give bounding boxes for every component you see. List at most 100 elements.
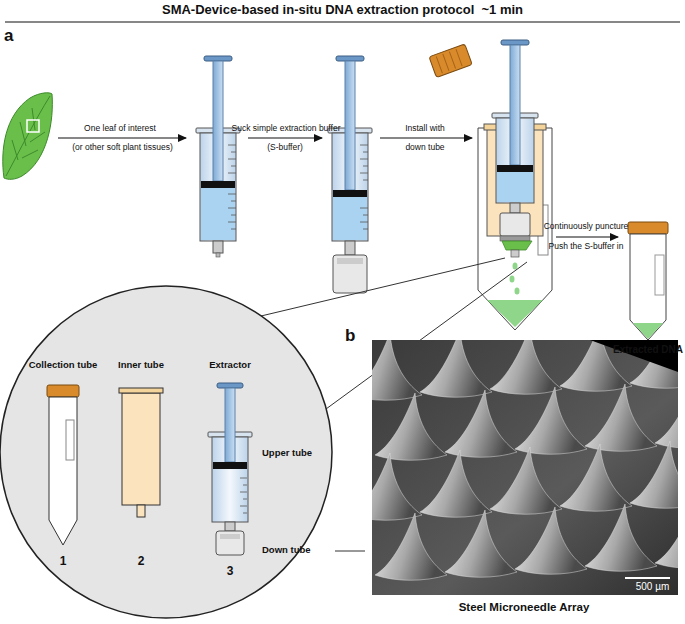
node-heading: Extractor [190,360,270,371]
syringe-drawing [213,61,223,181]
syringe-drawing [337,258,363,264]
syringe-drawing [333,190,367,197]
assembly-drawing [429,44,472,78]
assembly-drawing [500,213,530,236]
syringe-drawing [336,56,364,61]
microneedle-photo [585,384,657,451]
microneedle-photo [350,321,685,595]
tube-drawing [655,255,664,295]
title-rule [5,21,680,22]
microneedle-photo [372,453,422,520]
panel-letter: a [4,26,24,46]
syringe-drawing [216,531,244,555]
syringe-drawing [216,253,220,257]
node-heading: Inner tube [110,360,172,371]
tube-drawing [47,385,79,397]
syringe-drawing [225,522,235,531]
microneedle-photo [560,444,632,511]
step-label: Suck simple extraction buffer [225,124,347,134]
assembly-drawing [513,263,518,270]
flow-arrow [380,137,472,138]
syringe-drawing [196,56,240,257]
assembly-drawing [497,165,533,172]
node-text: 2 [110,555,172,569]
assembly-drawing [515,288,520,295]
microneedle-photo [420,450,492,517]
syringe-drawing [240,478,247,513]
tube-drawing [630,234,666,340]
leaf-drawing [3,93,53,180]
part-item: Inner tube 2 [110,360,172,575]
microneedle-photo [655,501,678,568]
assembly-drawing [510,203,520,213]
tube-drawing [47,385,79,545]
step-label: down tube [385,143,465,153]
node-heading: 500 µm [620,581,685,593]
node-text: 1 [15,555,111,569]
microneedle-photo [585,504,657,571]
syringe-drawing [228,145,236,229]
tube-drawing [628,222,668,234]
assembly-drawing [487,300,543,327]
connector-line [335,551,365,552]
tube-drawing [66,420,74,460]
node-heading: Collection tube [15,360,111,371]
syringe-drawing [201,181,235,188]
step-label: One leaf of interest [60,124,180,134]
assembly-drawing [429,40,552,330]
tube-drawing [49,397,77,545]
step-label: (S-buffer) [245,143,325,153]
microneedle-photo [375,513,447,580]
inner-tube-drawing [137,505,145,517]
panel-letter: b [345,326,365,346]
syringe-drawing [333,197,367,240]
leaf-drawing [3,93,53,180]
assembly-drawing [510,45,520,165]
node-text: Down tube [262,545,334,556]
node-text: Steel Microneedle Array [365,601,683,614]
flow-arrow [58,137,186,138]
microneedle-photo [515,507,587,574]
syringe-drawing [213,462,247,469]
assembly-drawing [436,49,462,73]
zoom-leader [261,258,505,316]
microneedle-photo [420,340,492,397]
syringe-drawing [213,241,223,253]
flow-arrow [248,137,322,138]
microneedle-photo [372,340,678,580]
tube-item: Extracted DNA [612,220,684,370]
syringe-drawing [345,241,355,255]
tube-drawing [633,323,663,339]
syringe-drawing [220,534,240,539]
syringe-drawing [225,388,235,462]
microneedle-photo [490,340,562,394]
syringe-drawing [333,255,367,293]
assembly-drawing [500,236,530,241]
node-text: Upper tube [262,448,334,459]
microneedle-photo [655,381,678,448]
microneedle-photo [445,390,517,457]
microneedle-photo [630,441,678,508]
inner-tube-drawing [119,388,163,393]
assembly-drawing [497,172,533,202]
syringe-drawing [217,383,243,388]
microneedle-photo [625,577,670,579]
tube-drawing [628,222,668,340]
microneedle-photo [372,340,422,400]
syringe-drawing [208,383,252,555]
step-label: Install with [385,124,465,134]
syringe-drawing [204,56,232,61]
figure-title: SMA-Device-based in-situ DNA extraction … [0,3,685,18]
photo-panel: 500 µm Steel Microneedle Array [365,338,683,620]
node-text: 3 [190,565,270,579]
flow-arrow [556,236,618,237]
syringe-drawing [201,188,235,240]
inner-tube-drawing [122,393,160,505]
syringe-drawing [360,145,368,229]
syringe-drawing [328,56,372,293]
microneedle-photo [375,393,447,460]
assembly-drawing [429,44,472,78]
